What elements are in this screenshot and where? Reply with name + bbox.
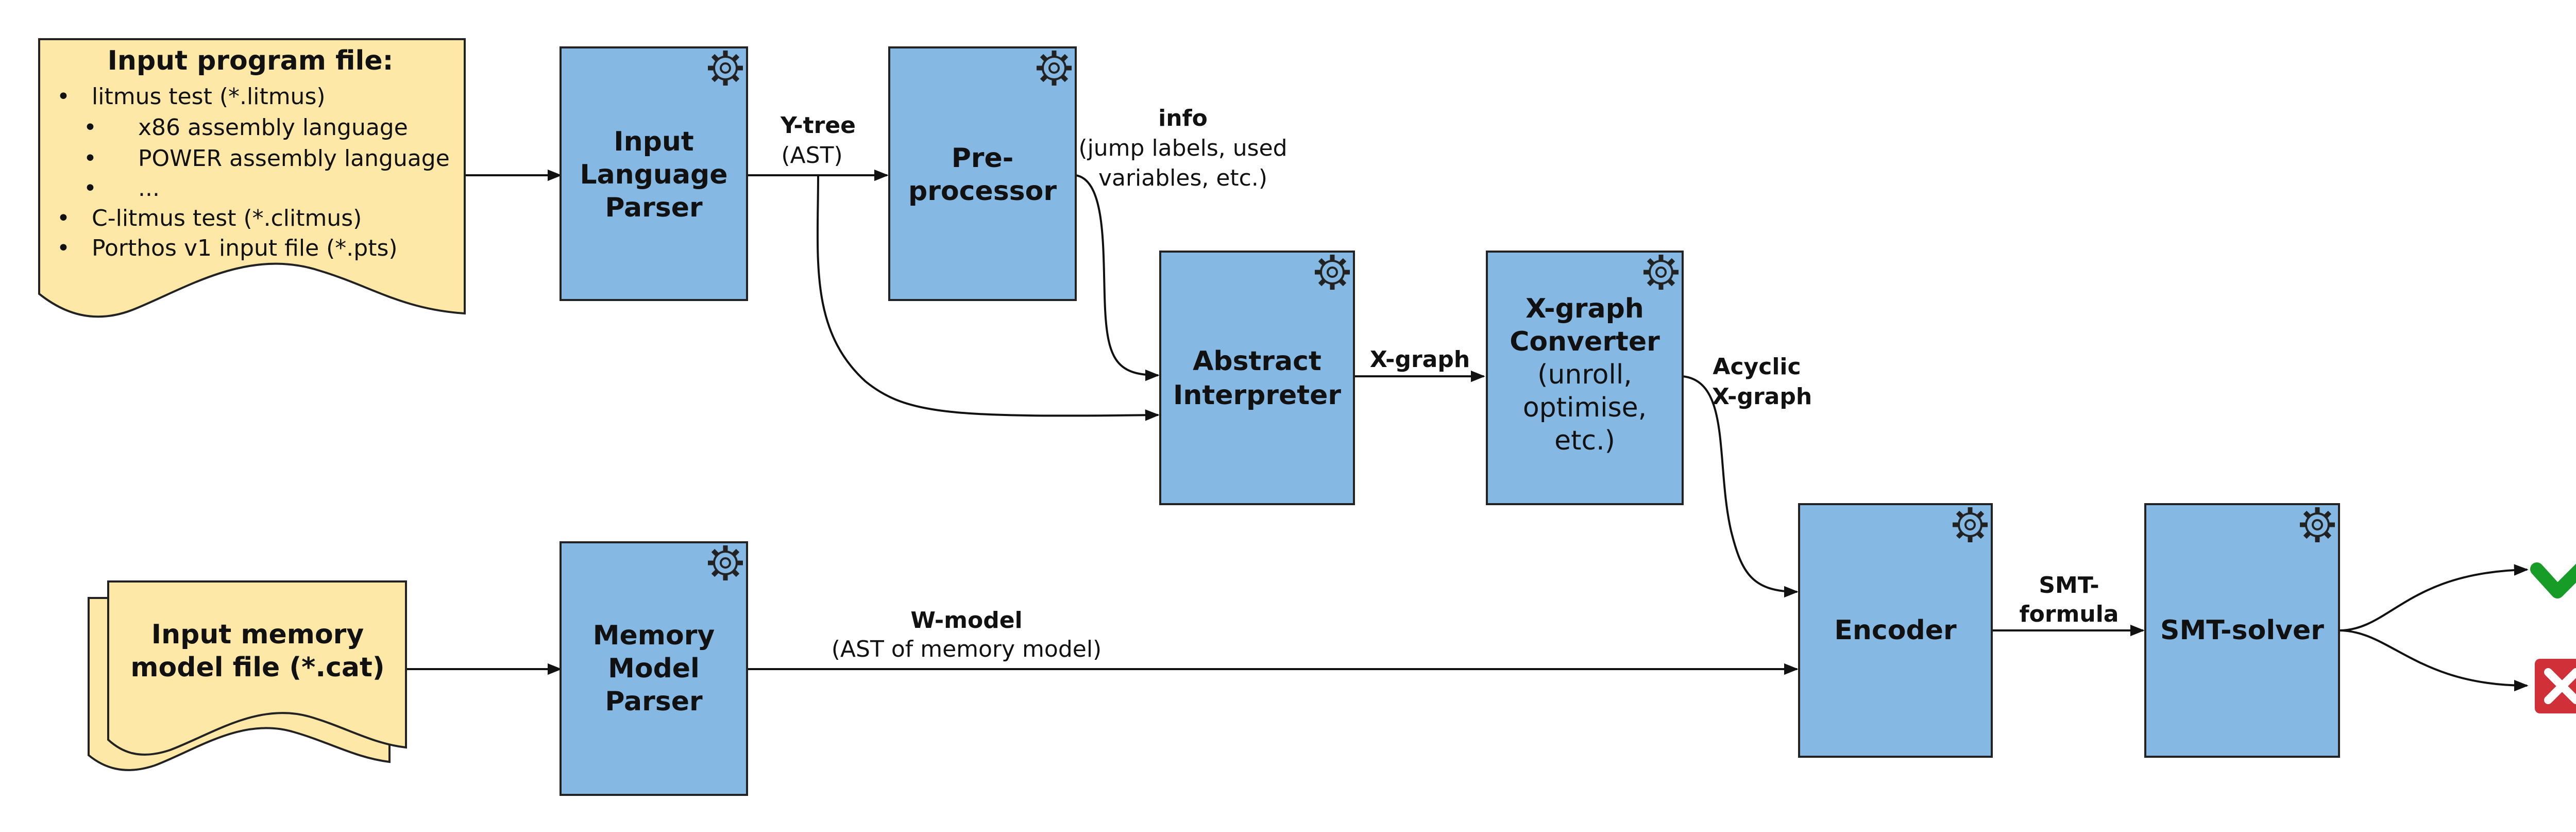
- cross-icon: [2535, 659, 2576, 713]
- edge-label-wmodel-sub: (AST of memory model): [832, 636, 1101, 662]
- edges: [406, 169, 2529, 692]
- edge-label-info: info: [1158, 105, 1208, 131]
- input-program-item: Porthos v1 input file (*.pts): [92, 235, 398, 261]
- input-program-document: Input program file: • litmus test (*.lit…: [38, 38, 466, 318]
- xgraph-converter-box: X-graph Converter (unroll, optimise, etc…: [1486, 251, 1684, 505]
- box-label: Converter: [1510, 326, 1660, 357]
- edge-label-info-sub1: (jump labels, used: [1078, 135, 1287, 161]
- bullet-dot: •: [83, 145, 97, 172]
- memory-input-line1: Input memory: [151, 619, 364, 650]
- input-program-item: POWER assembly language: [138, 145, 450, 172]
- box-label: Memory: [593, 620, 715, 651]
- abstract-interpreter-box: Abstract Interpreter: [1159, 251, 1355, 505]
- edge-label-smt: SMT-: [2039, 572, 2099, 598]
- checkmark-icon: [2530, 562, 2576, 598]
- box-label: Model: [608, 653, 700, 684]
- edge-solver-to-cross: [2338, 629, 2529, 692]
- preprocessor-box: Pre- processor: [888, 46, 1077, 301]
- edge-label-acyclic: Acyclic: [1713, 354, 1801, 380]
- input-memory-document: Input memory model file (*.cat): [88, 580, 407, 771]
- document-shape: [38, 38, 466, 318]
- box-label: (unroll,: [1537, 359, 1632, 390]
- smt-solver-box: SMT-solver: [2144, 503, 2340, 758]
- box-label: SMT-solver: [2160, 615, 2324, 646]
- bullet-dot: •: [57, 235, 70, 261]
- box-label: processor: [908, 176, 1057, 207]
- box-label: Abstract: [1193, 346, 1321, 377]
- box-label: optimise,: [1523, 392, 1647, 423]
- box-label: Language: [580, 159, 727, 190]
- box-label: Parser: [605, 192, 703, 223]
- box-label: X-graph: [1526, 293, 1644, 324]
- input-language-parser-box: Input Language Parser: [560, 46, 748, 301]
- bullet-dot: •: [57, 205, 70, 231]
- edge-parser-to-interpreter: [816, 175, 1160, 421]
- document-shape-front: [107, 580, 407, 756]
- input-program-item: litmus test (*.litmus): [92, 84, 326, 110]
- input-program-item: x86 assembly language: [138, 114, 408, 141]
- bullet-dot: •: [57, 84, 70, 110]
- bullet-dot: •: [83, 175, 97, 202]
- bullet-dot: •: [83, 114, 97, 141]
- memory-model-parser-box: Memory Model Parser: [560, 541, 748, 796]
- edge-labels: Y-tree (AST) info (jump labels, used var…: [780, 105, 2119, 662]
- encoder-box: Encoder: [1798, 503, 1993, 758]
- box-label: Parser: [605, 686, 703, 717]
- box-label: Interpreter: [1173, 380, 1341, 411]
- input-program-item: ...: [138, 175, 160, 202]
- edge-label-xgraph: X-graph: [1370, 346, 1470, 373]
- box-label: etc.): [1554, 425, 1615, 456]
- input-program-item: C-litmus test (*.clitmus): [92, 205, 362, 231]
- edge-label-info-sub2: variables, etc.): [1098, 165, 1267, 191]
- edge-preprocessor-to-interpreter: [1075, 174, 1160, 381]
- edge-solver-to-check: [2338, 564, 2529, 631]
- box-label: Input: [614, 126, 693, 157]
- edge-label-wmodel: W-model: [910, 607, 1022, 634]
- edge-converter-to-encoder: [1682, 375, 1799, 598]
- box-label: Encoder: [1834, 615, 1957, 646]
- input-program-title: Input program file:: [108, 45, 394, 76]
- edge-label-smt-formula: formula: [2019, 601, 2119, 627]
- edge-label-ytree-sub: (AST): [781, 142, 842, 169]
- box-label: Pre-: [952, 143, 1014, 174]
- edge-label-ytree: Y-tree: [780, 112, 856, 139]
- memory-input-line2: model file (*.cat): [130, 652, 384, 683]
- edge-label-acyclic-xgraph: X-graph: [1712, 384, 1812, 410]
